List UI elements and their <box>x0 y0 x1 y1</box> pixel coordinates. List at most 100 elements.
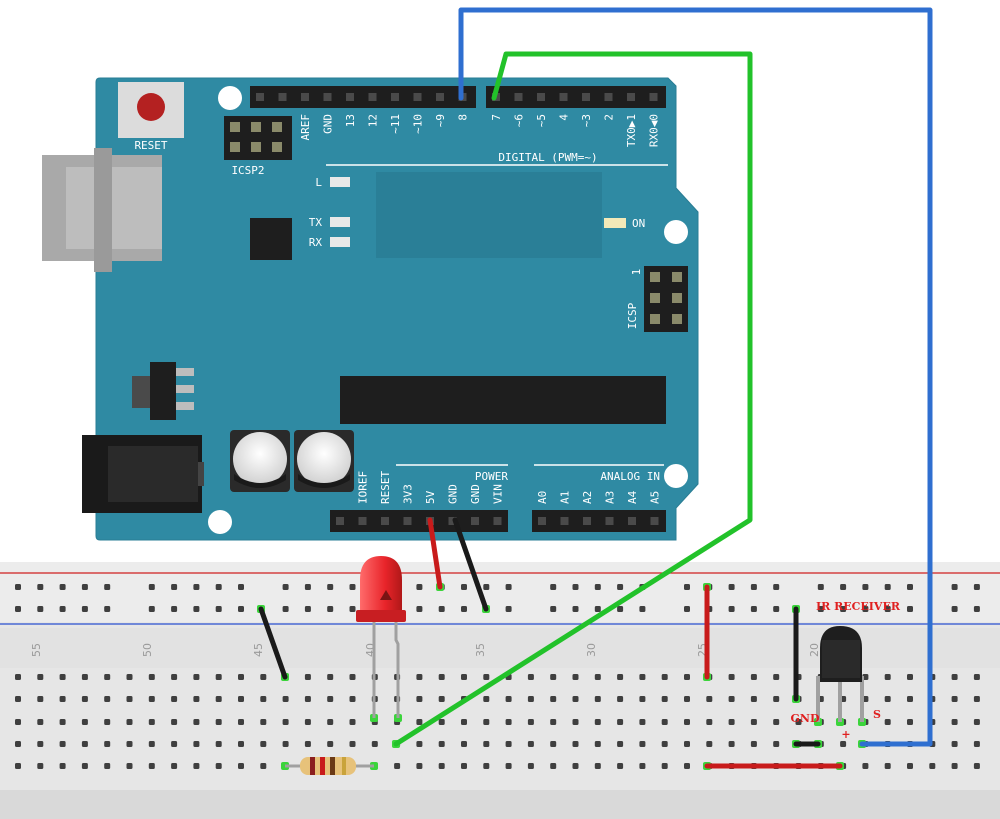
breadboard-hole <box>15 741 21 747</box>
breadboard-hole <box>15 696 21 702</box>
breadboard-hole <box>59 584 66 590</box>
header-pin <box>413 93 422 101</box>
digital-pin-label: TX0▶1 <box>625 114 638 147</box>
breadboard-hole <box>171 763 178 769</box>
breadboard-hole <box>416 741 423 747</box>
breadboard-hole <box>59 606 66 612</box>
breadboard-hole <box>773 584 780 590</box>
breadboard-hole <box>684 606 690 612</box>
breadboard-hole <box>594 674 601 680</box>
breadboard-hole <box>37 584 44 590</box>
breadboard-hole <box>594 584 601 590</box>
header-pin <box>272 142 282 152</box>
breadboard-hole <box>215 763 222 769</box>
voltage-regulator <box>150 362 176 420</box>
breadboard-hole <box>728 741 735 747</box>
breadboard-hole <box>193 741 200 747</box>
breadboard-hole <box>617 606 624 612</box>
breadboard-hole <box>260 719 267 725</box>
breadboard-hole <box>550 741 557 747</box>
header-pin <box>272 122 282 132</box>
breadboard-hole <box>750 674 757 680</box>
breadboard-hole <box>104 741 111 747</box>
header-pin <box>628 517 636 525</box>
led-tx-label: TX <box>309 216 323 229</box>
header-pin <box>650 293 660 303</box>
resistor <box>285 757 374 775</box>
breadboard-hole <box>37 741 44 747</box>
breadboard-hole <box>349 674 356 680</box>
breadboard-hole <box>862 584 869 590</box>
icsp2-label: ICSP2 <box>231 164 264 177</box>
header-pin <box>604 93 613 101</box>
breadboard-hole <box>349 741 356 747</box>
breadboard-hole <box>817 584 824 590</box>
breadboard-hole <box>282 696 289 702</box>
power-pin-label: IOREF <box>357 471 370 504</box>
breadboard-hole <box>104 696 111 702</box>
header-pin <box>346 93 354 101</box>
breadboard-hole <box>371 741 378 747</box>
breadboard-hole <box>282 584 289 590</box>
wire-red-5v <box>427 517 443 590</box>
breadboard-hole <box>148 584 155 590</box>
breadboard-hole <box>461 763 467 769</box>
breadboard-hole <box>907 763 913 769</box>
breadboard-hole <box>37 606 44 612</box>
breadboard-hole <box>951 741 958 747</box>
breadboard-hole <box>773 606 780 612</box>
wire-green-led <box>393 51 753 747</box>
breadboard-hole <box>527 741 534 747</box>
header-pin <box>650 517 659 525</box>
breadboard-hole <box>840 741 847 747</box>
breadboard-hole <box>728 606 735 612</box>
breadboard-hole <box>773 674 780 680</box>
led-l-label: L <box>315 176 322 189</box>
breadboard-hole <box>215 741 222 747</box>
breadboard-hole <box>416 584 423 590</box>
breadboard-hole <box>951 719 958 725</box>
breadboard-hole <box>416 719 423 725</box>
breadboard-hole <box>951 674 958 680</box>
breadboard-hole <box>884 763 891 769</box>
led-lens <box>360 556 402 612</box>
reset-button-cap[interactable] <box>137 93 165 121</box>
mount-hole <box>208 510 232 534</box>
power-pin-label: VIN <box>492 484 505 504</box>
breadboard-hole <box>907 719 913 725</box>
breadboard-hole <box>304 719 311 725</box>
breadboard-hole <box>706 696 713 702</box>
power-pin-label: GND <box>447 484 460 504</box>
breadboard-hole <box>550 674 557 680</box>
breadboard-hole <box>148 696 155 702</box>
breadboard-hole <box>617 674 624 680</box>
column-number: 45 <box>252 643 265 657</box>
ir-s-label: S <box>873 708 881 721</box>
digital-pin-label: 12 <box>367 114 380 127</box>
breadboard-hole <box>617 584 624 590</box>
analog-pin-label: A4 <box>626 490 639 504</box>
led-tx <box>330 217 350 227</box>
breadboard-hole <box>260 696 267 702</box>
power-pin-label: RESET <box>379 471 392 504</box>
breadboard-hole <box>171 606 178 612</box>
header-pin <box>650 314 660 324</box>
breadboard-hole <box>572 741 579 747</box>
breadboard-hole <box>862 606 869 612</box>
breadboard-hole <box>550 719 557 725</box>
analog-pin-label: A2 <box>581 491 594 504</box>
breadboard-hole <box>59 719 66 725</box>
breadboard-hole <box>639 719 646 725</box>
capacitor <box>230 430 290 492</box>
breadboard-hole <box>104 763 111 769</box>
breadboard-hole <box>572 763 579 769</box>
digital-pin-label: ~6 <box>513 114 526 127</box>
breadboard-hole <box>37 674 44 680</box>
breadboard-hole <box>238 584 244 590</box>
breadboard-hole <box>750 719 757 725</box>
breadboard-hole <box>282 741 289 747</box>
breadboard-hole <box>282 606 289 612</box>
breadboard-hole <box>750 584 757 590</box>
breadboard-hole <box>81 674 88 680</box>
